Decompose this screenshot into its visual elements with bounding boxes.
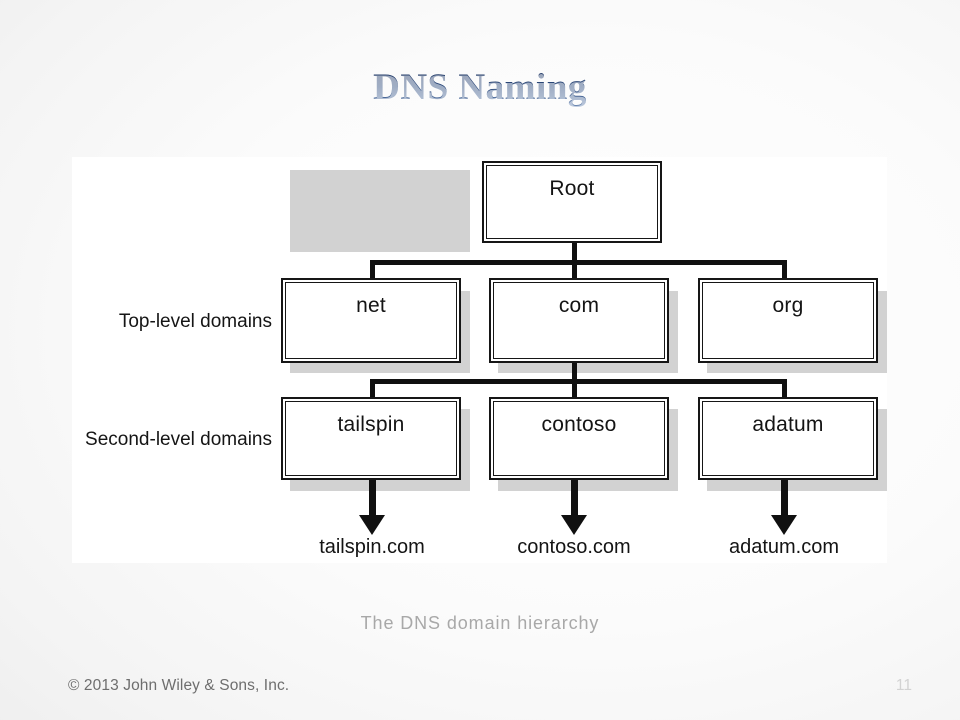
connector-sld-bus [370, 379, 786, 384]
arrow-stem-adatum [781, 480, 788, 517]
page-number: 11 [895, 677, 912, 694]
node-com-inner: com [493, 282, 665, 359]
connector-tailspin-down [370, 379, 375, 397]
connector-org-down [782, 260, 787, 278]
node-contoso-inner: contoso [493, 401, 665, 476]
fqdn-label-contoso: contoso.com [517, 536, 631, 558]
fqdn-label-adatum: adatum.com [728, 536, 840, 558]
arrow-stem-contoso [571, 480, 578, 517]
node-adatum[interactable]: adatum [698, 397, 878, 480]
node-contoso-label: contoso [541, 413, 617, 436]
node-tailspin-inner: tailspin [285, 401, 457, 476]
node-org-label: org [772, 294, 804, 317]
node-net-label: net [356, 294, 386, 317]
node-tailspin[interactable]: tailspin [281, 397, 461, 480]
connector-adatum-down [782, 379, 787, 397]
arrow-head-contoso [561, 515, 587, 535]
node-net[interactable]: net [281, 278, 461, 363]
node-root[interactable]: Root [482, 161, 662, 243]
row-label-top-level: Top-level domains [118, 311, 272, 332]
node-root-inner: Root [486, 165, 658, 239]
node-tailspin-label: tailspin [337, 413, 405, 436]
node-net-inner: net [285, 282, 457, 359]
node-contoso[interactable]: contoso [489, 397, 669, 480]
connector-contoso-down [572, 379, 577, 397]
node-org-inner: org [702, 282, 874, 359]
node-adatum-inner: adatum [702, 401, 874, 476]
node-org[interactable]: org [698, 278, 878, 363]
node-com[interactable]: com [489, 278, 669, 363]
node-com-label: com [558, 294, 600, 317]
arrow-head-tailspin [359, 515, 385, 535]
connector-com-down [572, 260, 577, 278]
connector-net-down [370, 260, 375, 278]
fqdn-label-tailspin: tailspin.com [319, 536, 425, 558]
figure-panel: Root net com org tailspin contoso adatum… [72, 157, 887, 563]
figure-caption: The DNS domain hierarchy [360, 613, 600, 633]
arrow-stem-tailspin [369, 480, 376, 517]
page-title: DNS Naming [0, 66, 960, 109]
row-label-second-level: Second-level domains [85, 429, 272, 450]
arrow-head-adatum [771, 515, 797, 535]
root-box-shadow [290, 170, 470, 252]
node-root-label: Root [549, 177, 595, 200]
connector-tld-bus [370, 260, 786, 265]
footer-copyright: © 2013 John Wiley & Sons, Inc. [68, 677, 290, 694]
node-adatum-label: adatum [752, 413, 824, 436]
